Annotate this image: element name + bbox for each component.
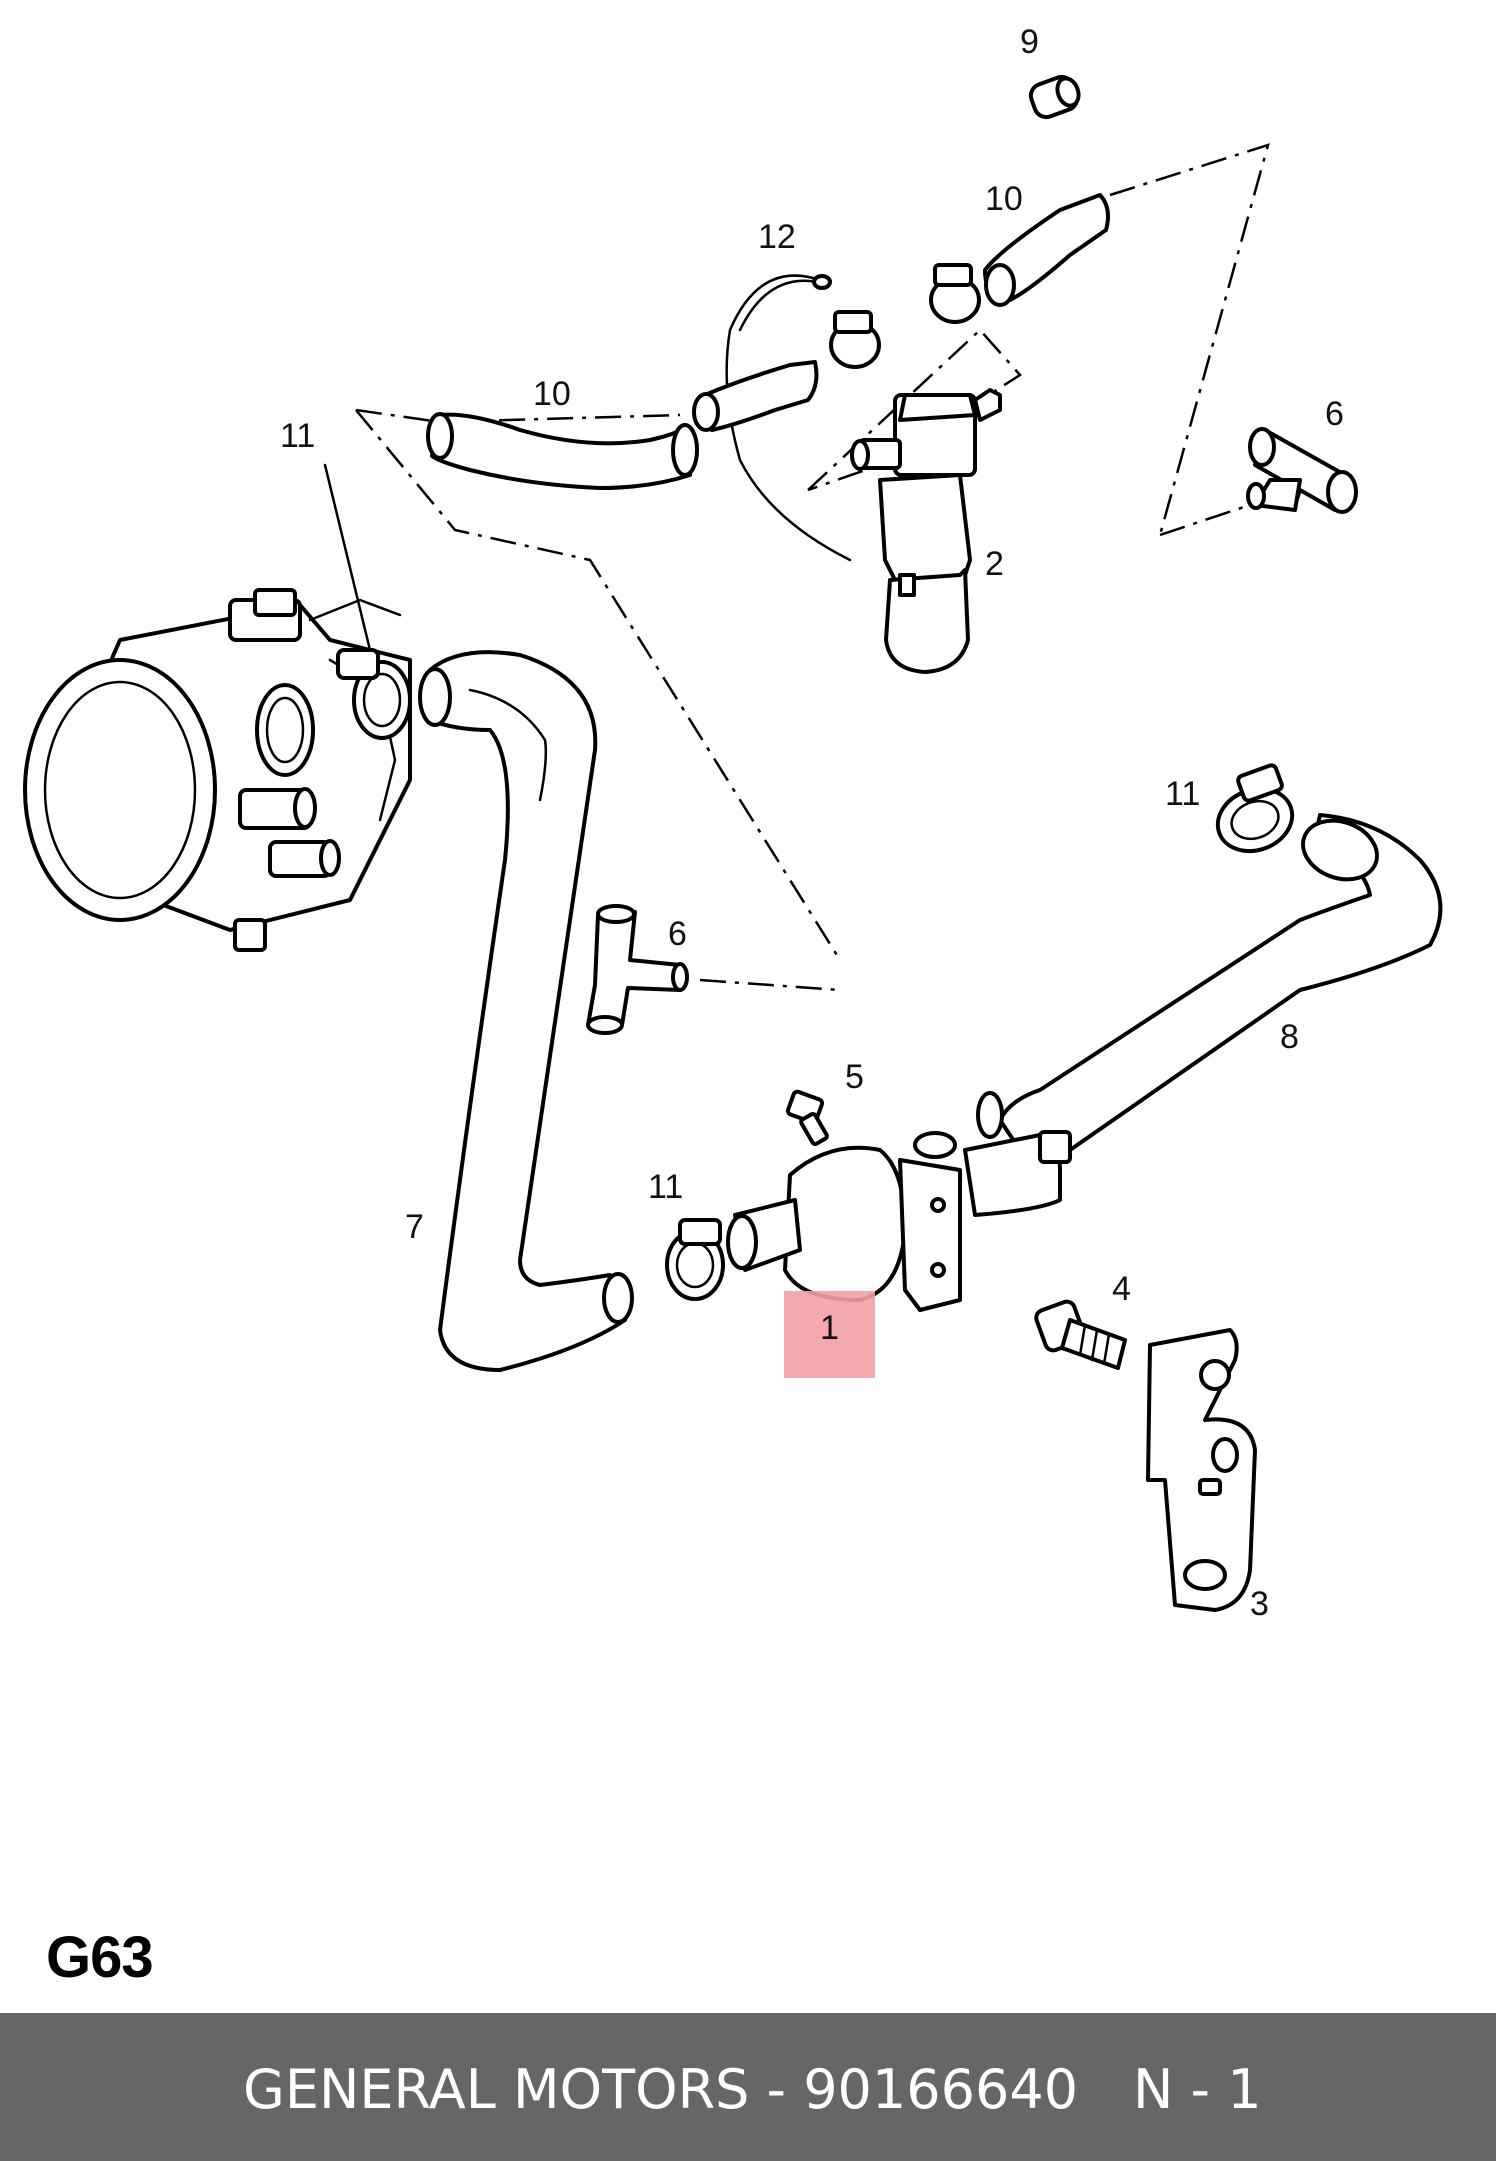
part-9-cap	[1028, 74, 1081, 120]
part-5-bolt	[785, 1089, 829, 1147]
throttle-body	[23, 588, 412, 952]
callout-8: 8	[1280, 1018, 1299, 1056]
part-3-bracket	[1146, 1328, 1257, 1612]
part-6-right-tee	[1246, 427, 1358, 514]
part-7-hose	[418, 650, 634, 1372]
throttle-clamps	[336, 648, 412, 740]
part-11-mid-clamp	[665, 1218, 725, 1301]
part-11-right-clamp	[1215, 763, 1295, 854]
part-10-upper-hose	[983, 193, 1110, 307]
footer-bar	[0, 2013, 1496, 2161]
leader-lines	[323, 463, 842, 1297]
part-10-left-hose	[426, 412, 699, 490]
callout-3: 3	[1250, 1585, 1269, 1623]
callout-5: 5	[845, 1058, 864, 1096]
footer-part-number: GENERAL MOTORS - 90166640	[243, 2058, 1079, 2121]
callout-2: 2	[985, 545, 1004, 583]
callout-11-mid: 11	[648, 1168, 683, 1206]
part-1-valve	[726, 1130, 1072, 1312]
callout-9: 9	[1020, 23, 1039, 61]
part-8-hose	[976, 813, 1443, 1160]
upper-hose-clamps	[829, 263, 981, 369]
callout-11-top: 11	[280, 417, 315, 455]
callout-1-highlighted: 1	[820, 1309, 839, 1347]
callout-11-right: 11	[1165, 775, 1200, 813]
callout-labels: 9 10 12 10 11 6 2 11 6 8 5 11 7 4 3	[280, 23, 1344, 1623]
footer-quantity: N - 1	[1133, 2058, 1262, 2121]
diagram-page-code: G63	[46, 1925, 154, 1990]
callout-7: 7	[405, 1208, 424, 1246]
callout-4: 4	[1112, 1270, 1131, 1308]
part-2-valve	[850, 388, 1002, 674]
callout-10-top: 10	[985, 180, 1023, 218]
callout-6-right: 6	[1325, 395, 1344, 433]
highlighted-part-marker	[784, 1291, 875, 1378]
part-6-mid-tee	[586, 904, 689, 1035]
callout-6-mid: 6	[668, 915, 687, 953]
callout-10-left: 10	[533, 375, 571, 413]
callout-12: 12	[758, 218, 796, 256]
part-10-middle-hose	[692, 360, 819, 432]
part-4-bolt	[1034, 1299, 1127, 1370]
assembly-guide-lines	[355, 143, 1270, 992]
